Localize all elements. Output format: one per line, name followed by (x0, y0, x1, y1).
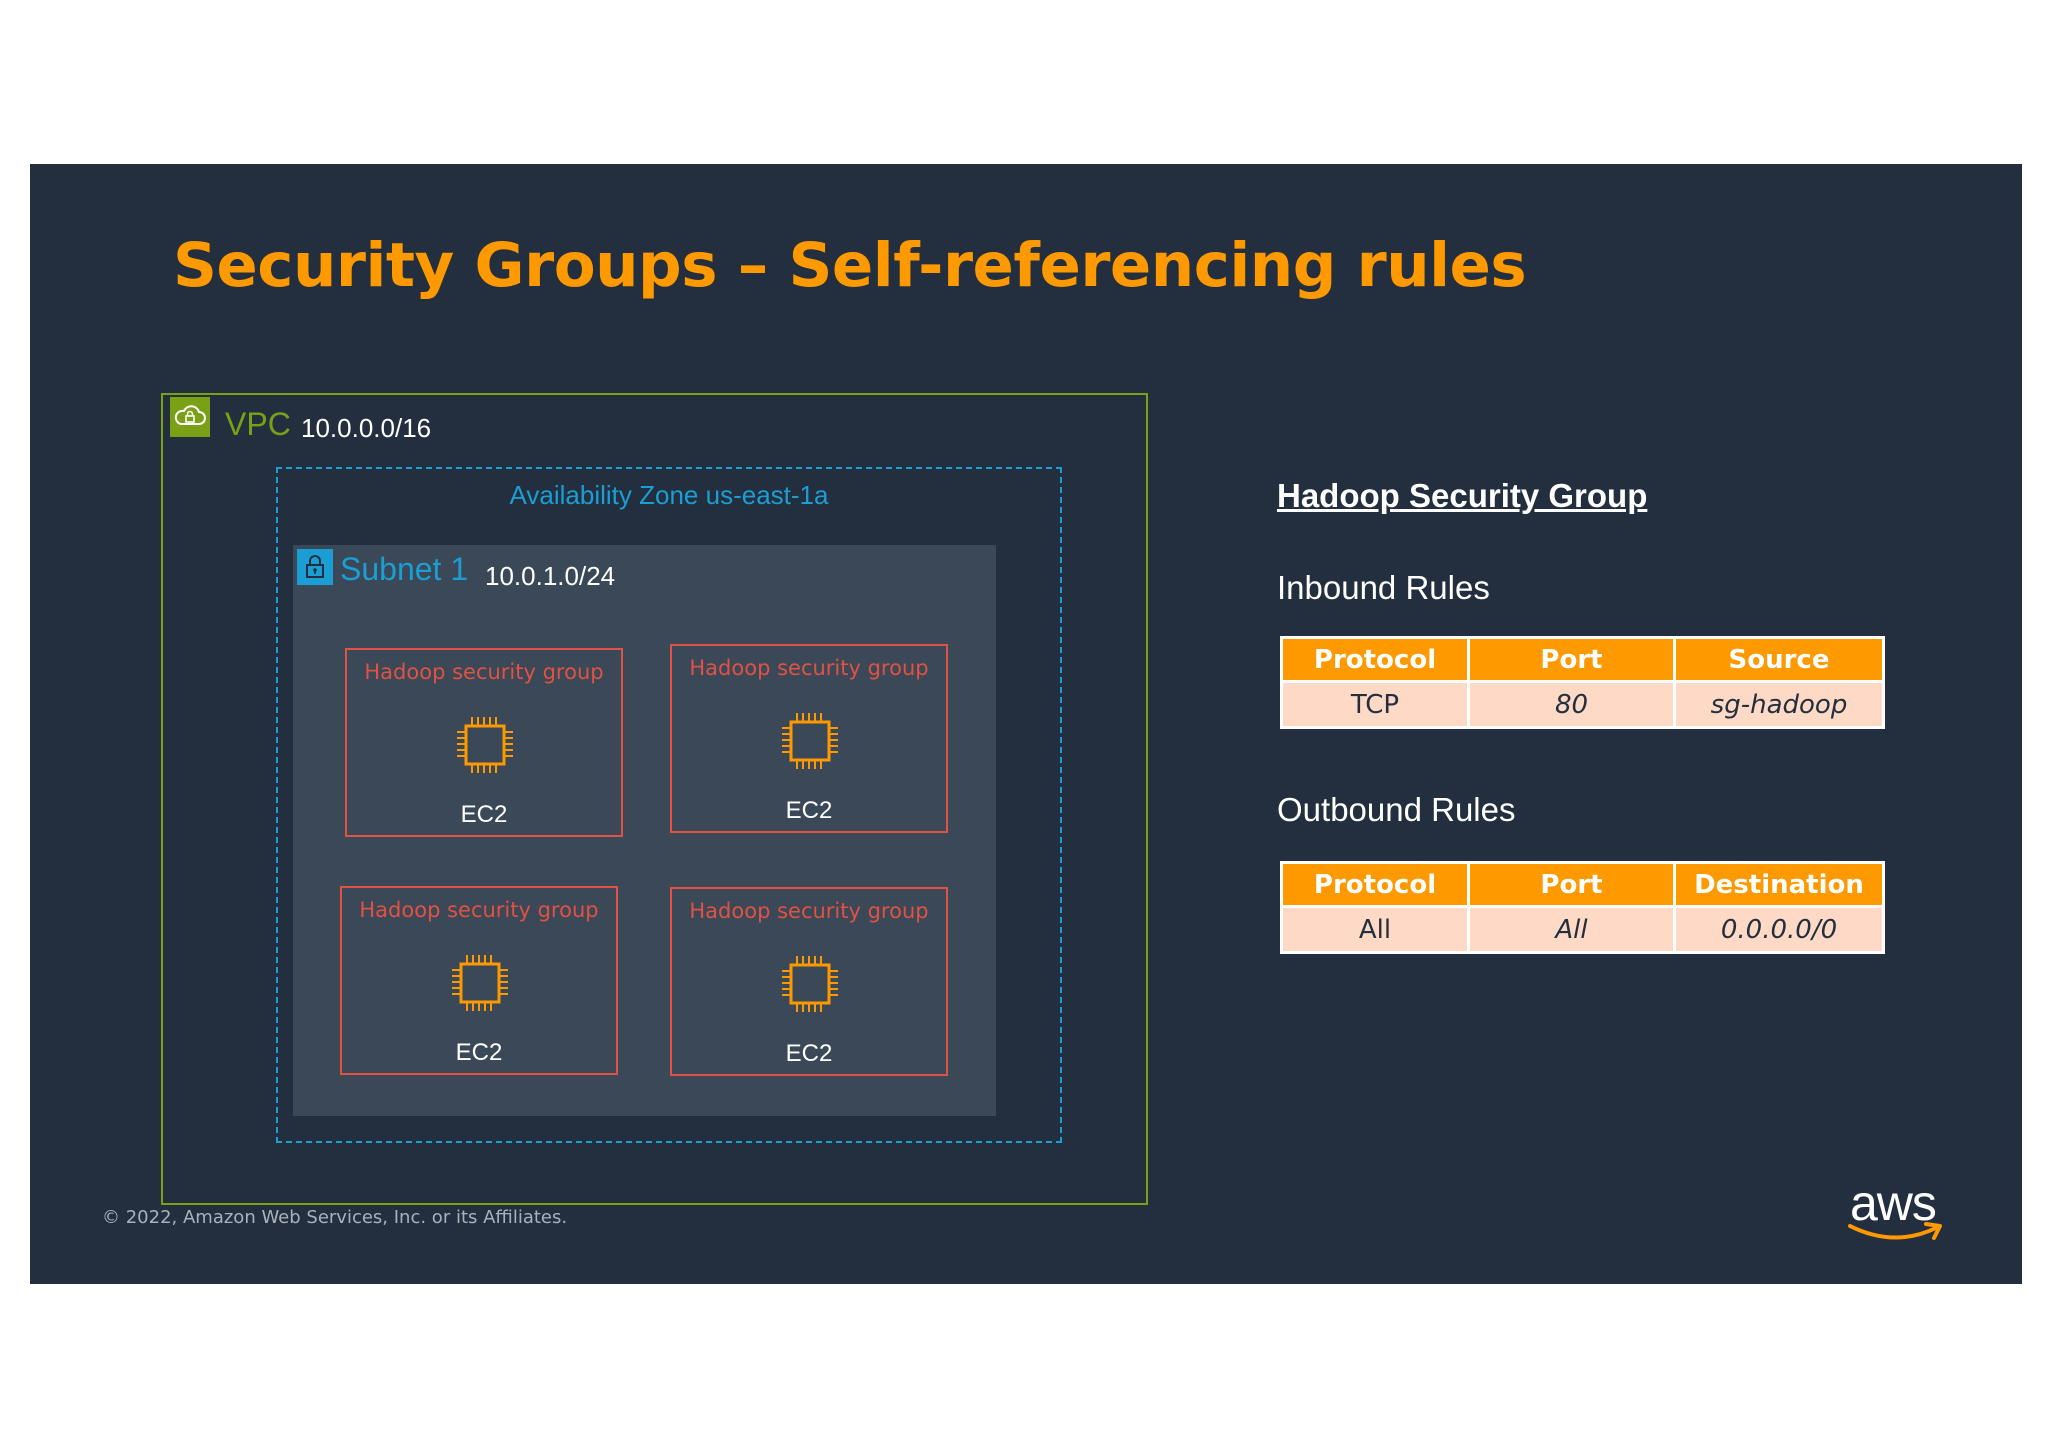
security-group-heading: Hadoop Security Group (1277, 477, 1648, 514)
ec2-chip-icon (779, 710, 841, 772)
table-cell: All (1280, 905, 1470, 954)
security-group-box: Hadoop security group EC2 (340, 886, 618, 1075)
ec2-chip-icon (779, 953, 841, 1015)
vpc-container: VPC 10.0.0.0/16 (161, 393, 1148, 1205)
security-group-label: Hadoop security group (689, 899, 929, 923)
table-cell: TCP (1280, 680, 1470, 729)
security-group-box: Hadoop security group EC2 (670, 644, 948, 833)
ec2-chip-icon (454, 714, 516, 776)
column-header: Source (1673, 636, 1885, 683)
ec2-instance-label: EC2 (460, 801, 508, 828)
security-group-box: Hadoop security group EC2 (345, 648, 623, 837)
subnet-label: Subnet 1 (340, 551, 469, 587)
column-header: Destination (1673, 861, 1885, 908)
aws-logo-text: aws (1850, 1175, 1937, 1231)
ec2-chip-icon (449, 952, 511, 1014)
table-row: All All 0.0.0.0/0 (1280, 905, 1885, 954)
security-group-box: Hadoop security group EC2 (670, 887, 948, 1076)
security-group-label: Hadoop security group (359, 898, 599, 922)
aws-smile-icon (1848, 1222, 1942, 1240)
vpc-cidr: 10.0.0.0/16 (301, 413, 432, 443)
outbound-rules-table: Protocol Port Destination All All 0.0.0.… (1280, 861, 1885, 954)
inbound-rules-title: Inbound Rules (1277, 569, 1490, 606)
vpc-label: VPC (225, 406, 291, 442)
slide: Security Groups – Self-referencing rules… (30, 164, 2022, 1284)
column-header: Port (1467, 861, 1676, 908)
column-header: Protocol (1280, 861, 1470, 908)
slide-title: Security Groups – Self-referencing rules (173, 230, 1527, 301)
security-group-label: Hadoop security group (364, 660, 604, 684)
subnet: Subnet 1 10.0.1.0/24 (293, 545, 996, 1116)
table-cell: All (1467, 905, 1676, 954)
column-header: Protocol (1280, 636, 1470, 683)
vpc-cloud-lock-icon (170, 397, 210, 437)
table-row: TCP 80 sg-hadoop (1280, 680, 1885, 729)
table-header-row: Protocol Port Source (1280, 636, 1885, 683)
security-group-label: Hadoop security group (689, 656, 929, 680)
column-header: Port (1467, 636, 1676, 683)
subnet-lock-icon (297, 549, 333, 585)
outbound-rules-title: Outbound Rules (1277, 791, 1516, 828)
table-cell: sg-hadoop (1673, 680, 1885, 729)
ec2-instance-label: EC2 (455, 1039, 503, 1066)
table-header-row: Protocol Port Destination (1280, 861, 1885, 908)
ec2-instance-label: EC2 (785, 1040, 833, 1067)
availability-zone: Availability Zone us-east-1a (276, 467, 1062, 1143)
copyright-notice: © 2022, Amazon Web Services, Inc. or its… (102, 1207, 568, 1228)
subnet-cidr: 10.0.1.0/24 (485, 561, 616, 591)
availability-zone-label: Availability Zone us-east-1a (509, 480, 829, 510)
table-cell: 0.0.0.0/0 (1673, 905, 1885, 954)
inbound-rules-table: Protocol Port Source TCP 80 sg-hadoop (1280, 636, 1885, 729)
aws-smile-logo: aws (1846, 1174, 1956, 1250)
table-cell: 80 (1467, 680, 1676, 729)
ec2-instance-label: EC2 (785, 797, 833, 824)
